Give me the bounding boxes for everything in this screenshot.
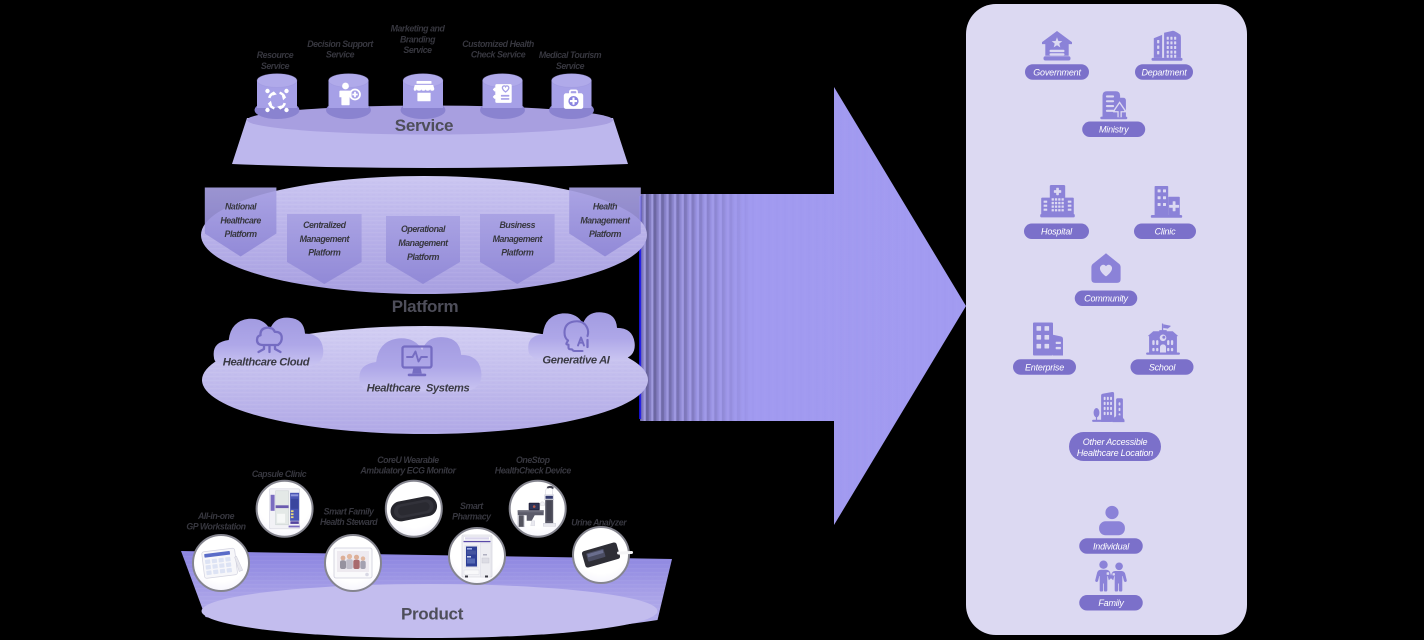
svg-text:Healthcare Systems: Healthcare Systems — [367, 383, 470, 395]
svg-text:Service: Service — [395, 116, 453, 135]
svg-text:Marketing and: Marketing and — [391, 24, 446, 34]
svg-text:Resource: Resource — [257, 50, 294, 60]
svg-text:Clinic: Clinic — [1155, 227, 1177, 237]
svg-text:Platform: Platform — [407, 252, 440, 262]
svg-text:Hospital: Hospital — [1041, 227, 1073, 237]
svg-text:Platform: Platform — [392, 297, 459, 316]
svg-text:Check Service: Check Service — [471, 50, 526, 60]
svg-text:Product: Product — [401, 605, 464, 624]
svg-text:Service: Service — [261, 61, 290, 71]
svg-text:Smart Family: Smart Family — [324, 506, 375, 516]
svg-text:Management: Management — [398, 238, 449, 248]
svg-text:Management: Management — [300, 234, 351, 244]
svg-text:Generative AI: Generative AI — [542, 355, 610, 367]
svg-text:Smart: Smart — [460, 501, 484, 511]
svg-text:Platform: Platform — [589, 229, 622, 239]
svg-text:Ambulatory ECG Monitor: Ambulatory ECG Monitor — [359, 466, 456, 476]
svg-text:Branding: Branding — [400, 34, 436, 44]
svg-text:Management: Management — [493, 234, 544, 244]
svg-text:Service: Service — [556, 61, 585, 71]
svg-text:OneStop: OneStop — [516, 455, 551, 465]
svg-text:Platform: Platform — [225, 229, 258, 239]
svg-text:Service: Service — [326, 50, 355, 60]
svg-text:School: School — [1149, 362, 1177, 372]
svg-text:Centralized: Centralized — [303, 220, 347, 230]
svg-text:Individual: Individual — [1093, 541, 1130, 551]
svg-text:Government: Government — [1033, 67, 1081, 77]
svg-text:Enterprise: Enterprise — [1025, 362, 1064, 372]
svg-text:Platform: Platform — [501, 247, 534, 257]
svg-text:Healthcare Location: Healthcare Location — [1077, 448, 1153, 458]
svg-text:HealthCheck Device: HealthCheck Device — [495, 466, 572, 476]
svg-text:Urine Analyzer: Urine Analyzer — [571, 518, 627, 528]
svg-text:All-in-one: All-in-one — [197, 511, 235, 521]
svg-text:Ministry: Ministry — [1099, 125, 1129, 135]
svg-text:CoreU Wearable: CoreU Wearable — [377, 455, 439, 465]
svg-text:National: National — [225, 201, 257, 211]
svg-text:Healthcare: Healthcare — [220, 215, 261, 225]
svg-text:Department: Department — [1141, 67, 1187, 77]
svg-text:Medical Tourism: Medical Tourism — [539, 50, 602, 60]
svg-text:Healthcare Cloud: Healthcare Cloud — [223, 357, 311, 369]
svg-text:GP Workstation: GP Workstation — [186, 522, 245, 532]
svg-text:Family: Family — [1098, 598, 1124, 608]
svg-text:Platform: Platform — [308, 247, 341, 257]
svg-text:Community: Community — [1084, 294, 1128, 304]
svg-text:Business: Business — [500, 220, 536, 230]
svg-text:Operational: Operational — [401, 224, 446, 234]
svg-text:Customized Health: Customized Health — [462, 39, 534, 49]
svg-text:Management: Management — [580, 215, 631, 225]
svg-text:Decision Support: Decision Support — [307, 39, 374, 49]
svg-text:Health: Health — [593, 201, 617, 211]
svg-text:Health Steward: Health Steward — [320, 517, 378, 527]
svg-text:Service: Service — [403, 45, 432, 55]
svg-text:Capsule Clinic: Capsule Clinic — [252, 469, 307, 479]
svg-text:Pharmacy: Pharmacy — [452, 512, 492, 522]
svg-text:Other Accessible: Other Accessible — [1083, 437, 1148, 447]
